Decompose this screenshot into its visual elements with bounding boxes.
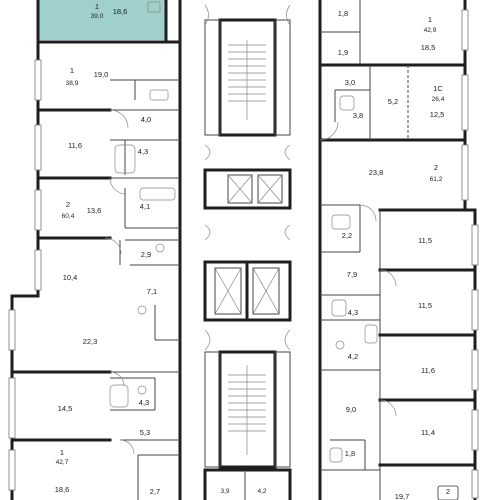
room-area-label: 2,9: [141, 250, 151, 259]
room-area-label: 1,9: [338, 48, 348, 57]
apt-number-label: 2: [446, 487, 450, 496]
room-area-label: 7,1: [147, 287, 157, 296]
apt-area-label: 60,4: [62, 213, 75, 220]
apt-area-label: 61,2: [430, 176, 443, 183]
room-area-label: 18,5: [421, 43, 436, 52]
left-wing: [8, 0, 182, 500]
room-area-label: 10,4: [63, 273, 78, 282]
apt-number-label: 2: [66, 200, 70, 209]
room-area-label: 4,3: [139, 398, 149, 407]
room-area-label: 4,2: [348, 352, 358, 361]
room-area-label: 11,6: [68, 141, 82, 150]
apt-number-label: 1: [95, 2, 99, 11]
upper-stair-treads: [228, 44, 266, 102]
room-area-label: 11,6: [421, 366, 435, 375]
room-area-label: 4,0: [141, 115, 151, 124]
apt-area-label: 42,7: [56, 459, 69, 466]
room-area-label: 4,2: [257, 488, 266, 495]
room-area-label: 18,6: [55, 485, 70, 494]
labels-center: 3,9 4,2: [220, 488, 266, 495]
apt-area-label: 38,9: [66, 80, 79, 87]
center-core: [203, 4, 292, 500]
room-area-label: 3,0: [345, 78, 355, 87]
apt-area-label: 39,0: [91, 13, 104, 20]
room-area-label: 4,1: [140, 202, 150, 211]
apt-number-label: 2: [434, 163, 438, 172]
apt-number-label: 1: [428, 15, 432, 24]
room-area-label: 11,5: [418, 301, 432, 310]
apt-area-label: 42,9: [424, 27, 437, 34]
room-area-label: 7,9: [347, 270, 357, 279]
apt-area-label: 26,4: [432, 96, 445, 103]
room-area-label: 12,5: [430, 110, 445, 119]
room-area-label: 1,8: [338, 9, 348, 18]
room-area-label: 22,3: [83, 337, 98, 346]
room-area-label: 13,6: [87, 206, 102, 215]
room-area-label: 19,0: [94, 70, 109, 79]
room-area-label: 23,8: [369, 168, 384, 177]
room-area-label: 19,7: [395, 492, 410, 500]
room-area-label: 2,7: [150, 487, 160, 496]
labels-left: 1 39,0 18,6 1 38,9 19,0 4,0 11,6 4,3 2 6…: [55, 2, 161, 496]
labels-right: 1,8 1 42,9 18,5 1,9 3,0 5,2 3,8 1С 26,4 …: [338, 9, 450, 500]
room-area-label: 4,3: [138, 147, 148, 156]
room-area-label: 11,4: [421, 428, 435, 437]
apt-number-label: 1С: [433, 84, 443, 93]
room-area-label: 11,5: [418, 236, 432, 245]
room-area-label: 5,2: [388, 97, 398, 106]
apt-marker: [437, 485, 459, 500]
room-area-label: 3,8: [353, 111, 363, 120]
lower-stair-treads: [228, 374, 266, 432]
apt-number-label: 1: [70, 66, 74, 75]
right-wing: [318, 0, 479, 500]
room-area-label: 14,5: [58, 404, 73, 413]
room-area-label: 4,3: [348, 308, 358, 317]
room-area-label: 2,2: [342, 231, 352, 240]
room-area-label: 9,0: [346, 405, 356, 414]
apt-number-label: 1: [60, 448, 64, 457]
room-area-label: 18,6: [113, 7, 128, 16]
room-area-label: 3,9: [220, 488, 229, 495]
apartment-highlight[interactable]: [38, 0, 166, 40]
room-area-label: 1,8: [345, 449, 355, 458]
room-area-label: 5,3: [140, 428, 150, 437]
